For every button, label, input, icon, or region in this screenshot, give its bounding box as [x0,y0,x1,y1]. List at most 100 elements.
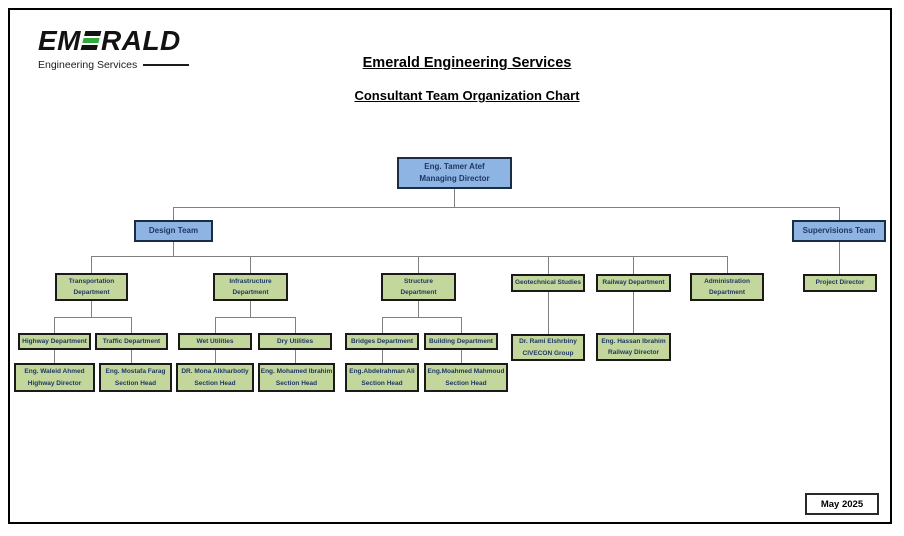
connector-line [839,242,840,274]
connector-line [461,350,462,363]
connector-line [131,350,132,363]
node-structure-department: Structure Department [381,273,456,301]
connector-line [418,301,419,317]
node-label: CIVECON Group [522,349,574,357]
logo-brand-text: EM RALD [38,27,189,55]
node-highway-department: Highway Department [18,333,91,350]
connector-line [173,207,839,208]
node-label: Traffic Department [102,337,161,345]
connector-line [173,242,174,256]
connector-line [91,256,727,257]
connector-line [548,256,549,274]
node-label: Section Head [275,379,318,387]
node-label: Eng.Moahmed Mahmoud [427,368,505,376]
connector-line [295,317,296,333]
node-label: Building Department [429,337,493,345]
node-label: Department [400,289,437,296]
node-abdelrahman-ali: Eng.Abdelrahman Ali Section Head [345,363,419,392]
node-label: Section Head [194,379,236,387]
node-label: Eng. Hassan Ibrahim [601,337,666,345]
node-label: Wet Utilities [196,337,234,345]
connector-line [250,301,251,317]
node-infrastructure-department: Infrastructure Department [213,273,288,301]
node-label: Managing Director [419,174,490,183]
logo-tagline: Engineering Services [38,59,190,71]
node-bridges-department: Bridges Department [345,333,419,350]
connector-line [295,350,296,363]
node-label: Highway Director [27,379,82,387]
node-label: Transportation [68,277,115,285]
connector-line [382,317,383,333]
node-waleid-ahmed: Eng. Waleid Ahmed Highway Director [14,363,95,392]
node-label: Eng. Tamer Atef [424,161,485,171]
node-label: Eng. Waleid Ahmed [24,368,85,376]
connector-line [215,350,216,363]
node-project-director: Project Director [803,274,877,292]
node-rami-elshrbiny: Dr. Rami Elshrbiny CIVECON Group [511,334,585,361]
connector-line [91,256,92,273]
connector-line [54,317,55,333]
connector-line [173,207,174,220]
node-mona-alkharbotly: DR. Mona Alkharbotly Section Head [176,363,254,392]
company-logo: EM RALD Engineering Services [38,27,190,71]
date-label: May 2025 [820,498,864,510]
node-label: Design Team [148,225,199,235]
node-label: Administration [704,277,750,285]
connector-line [131,317,132,333]
logo-brand-prefix: EM [38,25,81,56]
node-label: Dr. Rami Elshrbiny [519,338,577,346]
node-mohamed-ibrahim: Eng. Mohamed Ibrahim Section Head [258,363,335,392]
connector-line [382,350,383,363]
node-label: Section Head [361,379,403,387]
node-label: Geotechnical Studies [514,279,582,287]
node-geotechnical-studies: Geotechnical Studies [511,274,585,292]
node-label: Infrastructure [229,277,272,285]
node-label: Section Head [445,379,487,387]
connector-line [418,256,419,273]
node-mostafa-farag: Eng. Mostafa Farag Section Head [99,363,172,392]
node-label: Eng.Abdelrahman Ali [349,368,415,376]
connector-line [454,189,455,207]
connector-line [839,207,840,220]
node-building-department: Building Department [424,333,498,350]
node-label: Department [232,289,269,296]
node-transportation-department: Transportation Department [55,273,128,301]
node-hassan-ibrahim: Eng. Hassan Ibrahim Railway Director [596,333,671,361]
connector-line [633,256,634,274]
node-label: Section Head [114,379,157,387]
node-label: Bridges Department [350,337,414,345]
connector-line [250,256,251,273]
date-box: May 2025 [805,493,879,515]
connector-line [215,317,216,333]
logo-brand-suffix: RALD [101,25,181,56]
node-label: Department [73,289,110,296]
node-label: Eng. Mostafa Farag [105,368,166,376]
node-supervisions-team: Supervisions Team [792,220,886,242]
node-label: Structure [404,277,433,285]
logo-stylized-e-icon [80,31,102,50]
node-managing-director: Eng. Tamer Atef Managing Director [397,157,512,189]
node-railway-department: Railway Department [596,274,671,292]
connector-line [91,301,92,317]
node-label: Highway Department [22,337,87,345]
connector-line [54,350,55,363]
node-moahmed-mahmoud: Eng.Moahmed Mahmoud Section Head [424,363,508,392]
connector-line [633,292,634,333]
node-dry-utilities: Dry Utilities [258,333,332,350]
logo-tagline-text: Engineering Services [38,59,138,71]
node-label: Eng. Mohamed Ibrahim [260,368,333,376]
page-subtitle: Consultant Team Organization Chart [354,88,580,103]
page-title: Emerald Engineering Services [362,55,572,71]
page-border [8,8,892,524]
node-administration-department: Administration Department [690,273,764,301]
node-traffic-department: Traffic Department [95,333,168,350]
node-label: DR. Mona Alkharbotly [181,368,249,376]
connector-line [727,256,728,273]
node-label: Supervisions Team [802,225,876,235]
connector-line [382,317,461,318]
node-wet-utilities: Wet Utilities [178,333,252,350]
node-label: Railway Department [602,279,665,287]
connector-line [548,292,549,334]
node-label: Department [708,289,746,296]
